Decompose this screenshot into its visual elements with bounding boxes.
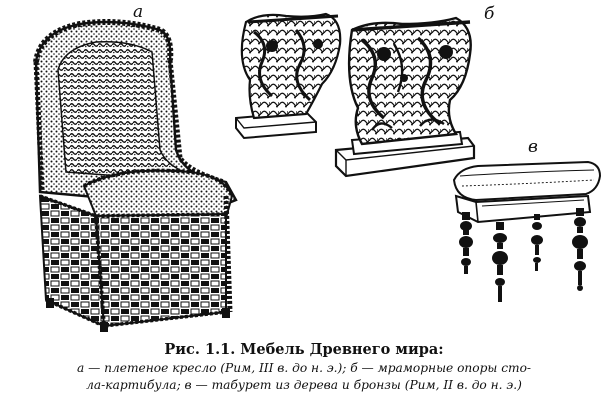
figure-caption: Рис. 1.1. Мебель Древнего мира: а — плет…	[0, 340, 608, 394]
caption-line-2: ла-картибула; в — табурет из дерева и бр…	[86, 378, 522, 392]
table-support-front	[334, 16, 476, 178]
panel-label-b: б	[484, 4, 495, 24]
marble-table-supports-illustration	[235, 12, 476, 178]
stool-frame	[454, 194, 592, 224]
furniture-figure: а б в	[33, 2, 602, 332]
stool-legs	[459, 208, 588, 302]
caption-line-1: а — плетеное кресло (Рим, III в. до н. э…	[76, 361, 532, 375]
table-support-back	[235, 12, 342, 140]
chair-back	[33, 19, 238, 206]
stool-cushion	[452, 160, 602, 202]
caption-title: Рис. 1.1. Мебель Древнего мира:	[164, 341, 444, 358]
wicker-armchair-illustration	[33, 19, 238, 332]
panel-label-a: а	[133, 2, 144, 22]
panel-label-c: в	[528, 137, 538, 157]
stool-illustration	[452, 160, 602, 302]
chair-base	[38, 194, 233, 332]
